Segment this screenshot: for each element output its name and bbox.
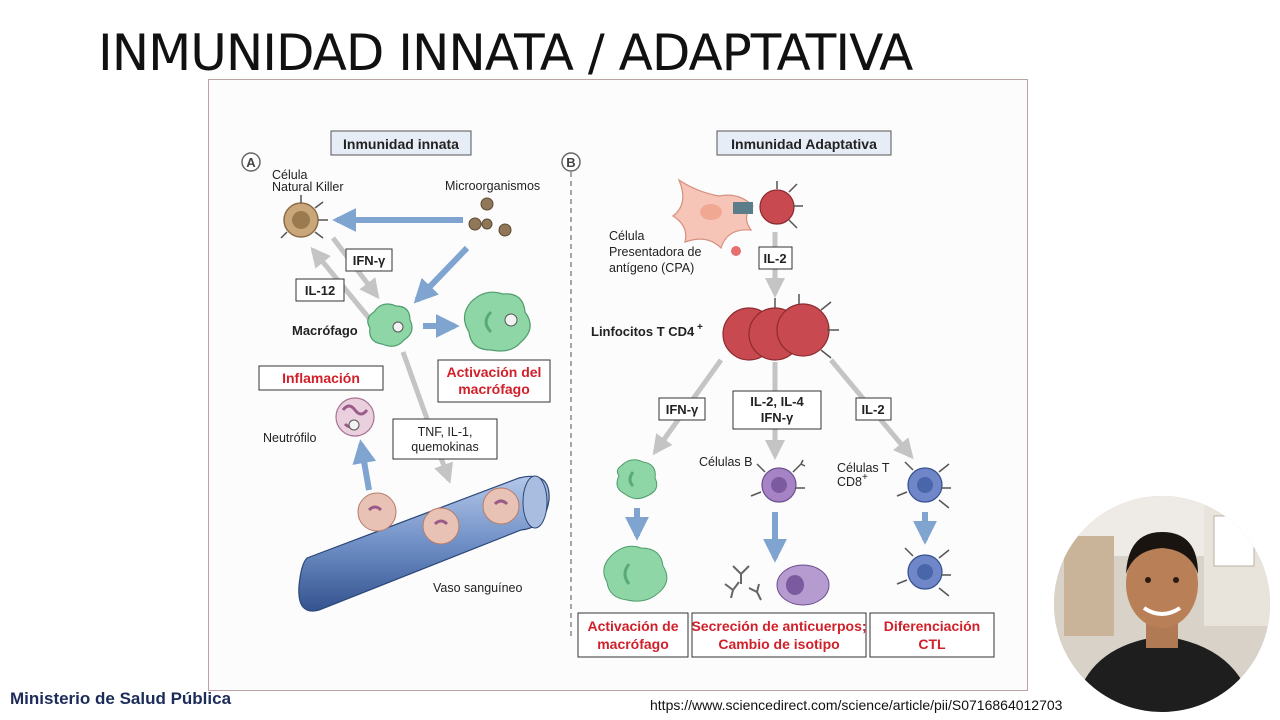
- outcome-2-line-1: Secreción de anticuerpos;: [691, 618, 866, 634]
- tnf-label-1: TNF, IL-1,: [418, 425, 473, 439]
- microorganisms: [468, 197, 512, 237]
- outcome-3-line-1: Diferenciación: [884, 618, 980, 634]
- footer-organization: Ministerio de Salud Pública: [10, 689, 232, 708]
- nk-label-2: Natural Killer: [272, 180, 344, 194]
- activated-macrophage-cell: [463, 291, 531, 352]
- immunity-figure: A Inmunidad innata Célula Natural Killer…: [208, 79, 1028, 691]
- il12-box: IL-12: [295, 278, 345, 302]
- antibodies: [724, 565, 762, 601]
- macrophage-cell: [367, 303, 413, 347]
- tcells-label-1: Células T: [837, 461, 890, 475]
- ifn-box-a: IFN-γ: [345, 248, 393, 272]
- il2-box-right: IL-2: [855, 397, 892, 421]
- tcells-sup: +: [862, 472, 868, 483]
- innate-heading-box: Inmunidad innata: [330, 130, 472, 156]
- tnf-box: TNF, IL-1, quemokinas: [392, 418, 498, 460]
- blood-vessel: [298, 475, 550, 612]
- bcell: [750, 459, 806, 503]
- apc-label-3: antígeno (CPA): [609, 261, 694, 275]
- il24-label-2: IFN-γ: [761, 410, 794, 425]
- microbes-label: Microorganismos: [445, 179, 540, 193]
- apc-label-1: Célula: [609, 229, 644, 243]
- cd4-label: Linfocitos T CD4: [591, 324, 695, 339]
- inflammation-label: Inflamación: [282, 370, 360, 386]
- outcome-box-antibodies: Secreción de anticuerpos; Cambio de isot…: [691, 612, 867, 658]
- immunity-diagram: A Inmunidad innata Célula Natural Killer…: [241, 130, 995, 658]
- cd4-cluster: [722, 294, 839, 361]
- panel-a-letter: A: [246, 155, 256, 170]
- ifn-label-b: IFN-γ: [666, 402, 699, 417]
- outcome-1-line-1: Activación de: [587, 618, 678, 634]
- innate-heading: Inmunidad innata: [343, 136, 459, 152]
- activated-macrophage-b-cell: [603, 545, 668, 602]
- adaptive-heading-box: Inmunidad Adaptativa: [716, 130, 892, 156]
- outcome-3-line-2: CTL: [918, 636, 946, 652]
- apc-label-2: Presentadora de: [609, 245, 701, 259]
- il2-top-label: IL-2: [763, 251, 786, 266]
- neutrophil-cell: [335, 397, 375, 437]
- activation-box-a: Activación del macrófago: [437, 359, 551, 403]
- arrow-vessel-to-neutrophil: [352, 439, 377, 491]
- cd4-top-cell: [759, 181, 803, 229]
- macrophage-label: Macrófago: [292, 323, 358, 338]
- neutrophil-label: Neutrófilo: [263, 431, 317, 445]
- nk-label-1: Célula: [272, 168, 307, 182]
- panel-a-badge: A: [241, 152, 261, 172]
- activation-label-2: macrófago: [458, 381, 530, 397]
- outcome-box-ctl: Diferenciación CTL: [869, 612, 995, 658]
- plasma-cell: [776, 564, 830, 606]
- macrophage-small-cell: [616, 459, 658, 500]
- apc-cell: [671, 178, 754, 250]
- activation-label-1: Activación del: [447, 364, 542, 380]
- il2-right-label: IL-2: [861, 402, 884, 417]
- panel-b-badge: B: [561, 152, 581, 172]
- vessel-label: Vaso sanguíneo: [433, 581, 522, 595]
- adaptive-heading: Inmunidad Adaptativa: [731, 136, 877, 152]
- ifn-box-b: IFN-γ: [658, 397, 706, 421]
- cd8-cell: [896, 461, 951, 509]
- presenter-video: [1054, 496, 1270, 712]
- inflammation-box: Inflamación: [258, 365, 384, 391]
- presenter-webcam: [1054, 496, 1270, 712]
- tnf-label-2: quemokinas: [411, 440, 478, 454]
- panel-b-letter: B: [566, 155, 575, 170]
- nk-cell: [280, 195, 328, 239]
- bcells-label: Células B: [699, 455, 753, 469]
- slide-title: INMUNIDAD INNATA / ADAPTATIVA: [98, 24, 913, 82]
- source-url: https://www.sciencedirect.com/science/ar…: [650, 697, 1063, 713]
- il24-box: IL-2, IL-4 IFN-γ: [732, 390, 822, 430]
- il12-label: IL-12: [305, 283, 335, 298]
- outcome-1-line-2: macrófago: [597, 636, 669, 652]
- outcome-box-macrophage: Activación de macrófago: [577, 612, 689, 658]
- il24-label-1: IL-2, IL-4: [750, 394, 804, 409]
- ctl-cell: [896, 547, 951, 597]
- pointer-dot: [731, 246, 741, 256]
- ifn-label-a: IFN-γ: [353, 253, 386, 268]
- tcells-label-2: CD8: [837, 475, 862, 489]
- arrow-microbes-to-macrophage: [413, 245, 470, 304]
- outcome-2-line-2: Cambio de isotipo: [718, 636, 839, 652]
- il2-box-top: IL-2: [758, 246, 793, 270]
- cd4-sup: +: [697, 322, 703, 333]
